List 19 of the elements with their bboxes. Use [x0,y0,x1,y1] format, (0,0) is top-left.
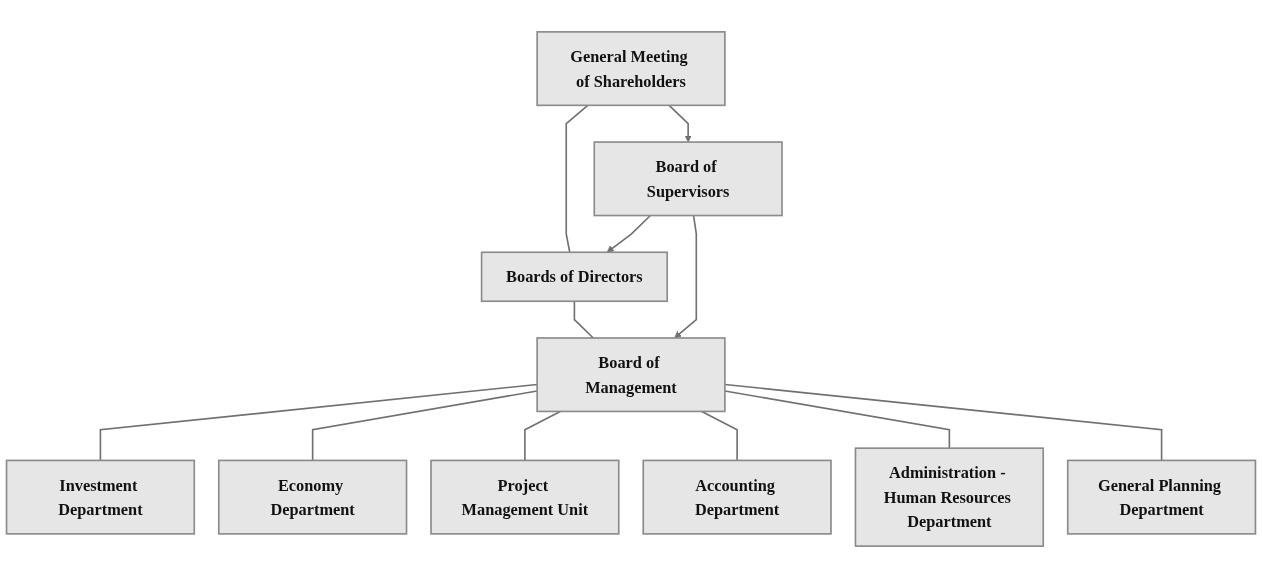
node-box: Board of Supervisors [593,141,783,217]
node-box: Project Management Unit [430,459,620,535]
node-box: Accounting Department [642,459,832,535]
node-box: Board of Management [536,337,726,413]
connector [99,383,538,462]
node-box: Boards of Directors [480,251,668,303]
connector [565,104,589,254]
node-box: Economy Department [217,459,408,535]
arrow [674,214,698,339]
node-box: General Planning Department [1066,459,1257,535]
node-box: Administration - Human Resources Department [854,447,1045,547]
node-box: Investment Department [5,459,196,535]
arrow [606,214,652,253]
connector [573,300,595,339]
arrow [668,104,692,143]
connector [724,383,1163,462]
connector [311,390,538,462]
connector [724,390,951,449]
node-box: General Meeting of Shareholders [536,31,726,107]
